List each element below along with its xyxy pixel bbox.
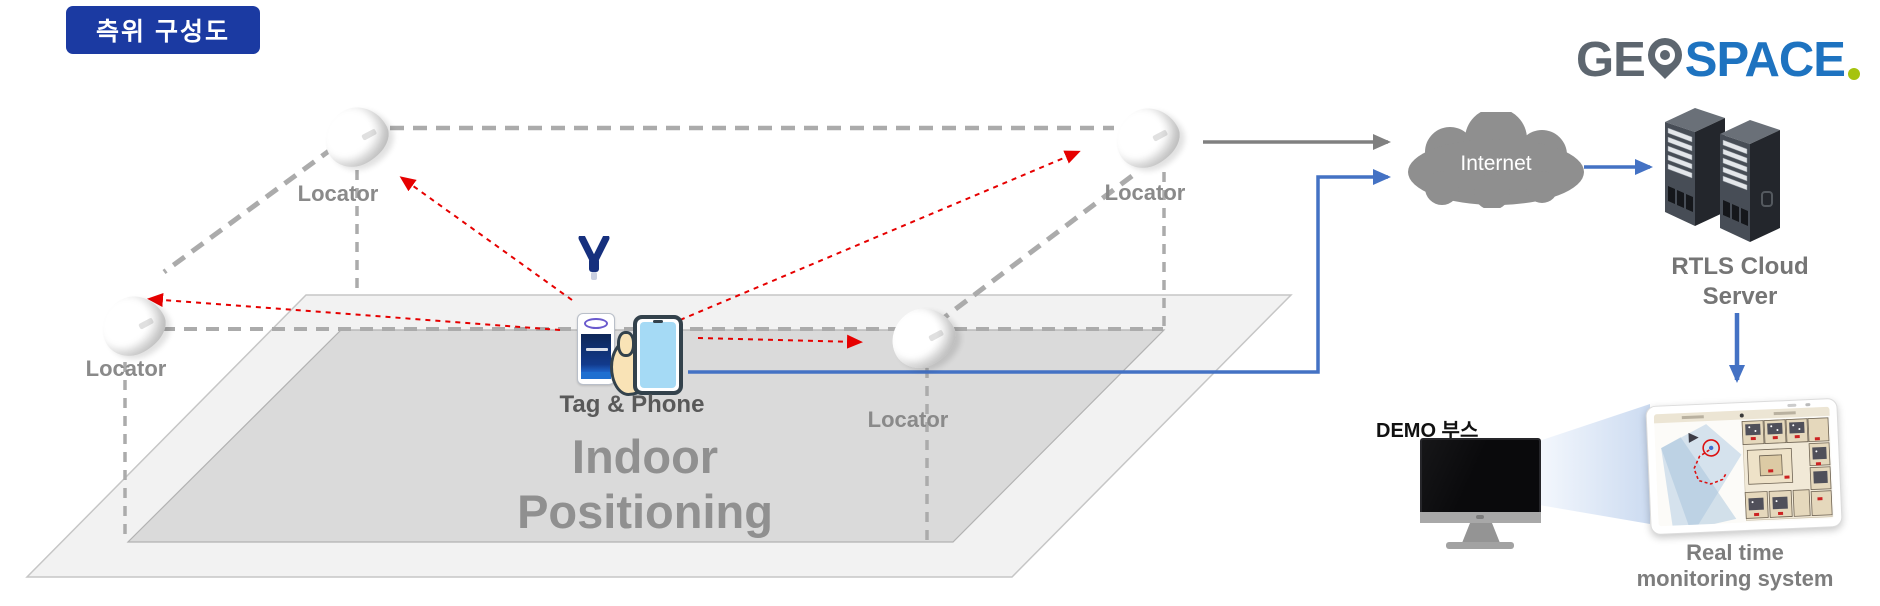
page-title-badge: 측위 구성도 <box>66 6 260 54</box>
tag-body <box>581 334 611 372</box>
logo-text-geo: GE <box>1576 33 1646 87</box>
server-rack-back <box>1665 108 1725 226</box>
locator-label-top-right: Locator <box>1104 180 1186 205</box>
tag-to-internet-line <box>688 169 1391 374</box>
internet-label: Internet <box>1460 152 1532 175</box>
rtls-server-racks-icon <box>1665 108 1780 242</box>
smartphone-screen <box>640 322 676 388</box>
geospace-logo: GE SPACE <box>1576 30 1860 88</box>
smartphone-icon <box>633 315 683 395</box>
tag-and-phone-label: Tag & Phone <box>559 391 705 418</box>
locator-frame-dashed-lines <box>123 125 1166 541</box>
locator-label-top-left: Locator <box>297 181 379 206</box>
rtls-cloud-server-label: RTLS Cloud Server <box>1625 252 1855 312</box>
tag-logo-mark <box>586 348 608 351</box>
tag-lanyard-slot <box>584 318 608 329</box>
location-pin-icon <box>1640 30 1689 80</box>
demo-monitor-logo-dot <box>1476 515 1484 519</box>
locator-label-left: Locator <box>85 356 167 381</box>
indoor-positioning-line1: Indoor <box>571 430 719 483</box>
smartphone-notch <box>653 320 663 323</box>
rtls-label-line2: Server <box>1702 283 1778 310</box>
rtls-label-line1: RTLS Cloud <box>1671 253 1809 280</box>
lanyard-strap-icon <box>578 236 610 280</box>
demo-monitor-screen <box>1420 438 1541 514</box>
indoor-positioning-title: Indoor Positioning <box>445 430 845 540</box>
monitoring-tablet <box>1645 397 1843 536</box>
logo-green-dot <box>1847 68 1860 80</box>
screen-projection-beam <box>1539 404 1650 524</box>
page-title: 측위 구성도 <box>96 18 230 46</box>
demo-booth-label: DEMO 부스 <box>1376 420 1479 442</box>
realtime-label-line2: monitoring system <box>1636 566 1834 592</box>
indoor-positioning-line2: Positioning <box>517 484 773 538</box>
tablet-camera-dot <box>1805 403 1811 407</box>
realtime-monitoring-label: Real time monitoring system <box>1585 540 1880 593</box>
demo-monitor-base <box>1446 542 1514 549</box>
logo-text-space: SPACE <box>1684 33 1846 87</box>
server-rack-front <box>1720 120 1780 242</box>
tablet-sensor-dot <box>1787 403 1797 408</box>
locator-label-right: Locator <box>867 407 949 432</box>
floorplan-map <box>1653 406 1835 527</box>
ranging-signal-arrows <box>147 150 1081 349</box>
tag-stripe <box>581 372 611 379</box>
demo-monitor-stand <box>1462 523 1500 543</box>
realtime-label-line1: Real time <box>1686 540 1784 565</box>
internet-cloud-icon <box>1408 112 1584 208</box>
rtls-tag-icon <box>577 313 615 385</box>
